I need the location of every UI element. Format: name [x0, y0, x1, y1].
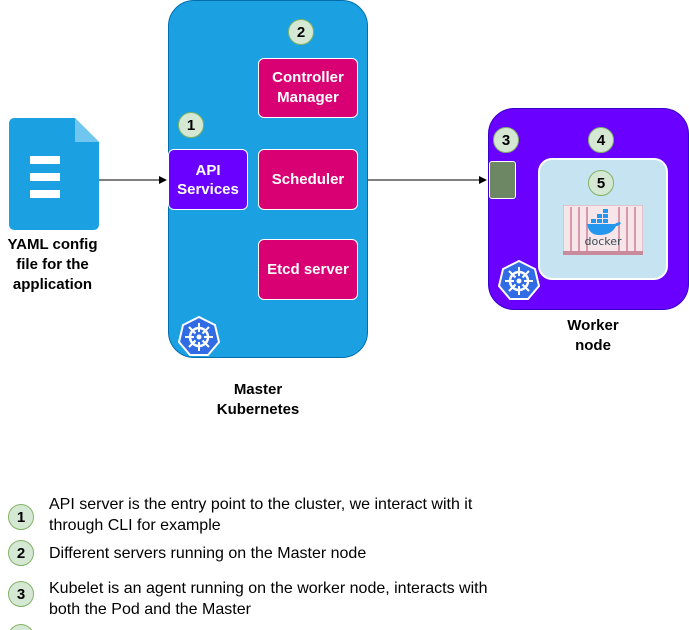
badge-pod: 5 [588, 170, 614, 196]
legend-badge-2: 2 [8, 540, 34, 566]
worker-label: Worker node [567, 317, 619, 354]
badge-kubelet: 3 [493, 127, 519, 153]
yaml-label: YAML config file for the application [7, 236, 98, 293]
badge-controller: 2 [288, 19, 314, 45]
legend-badge-3: 3 [8, 581, 34, 607]
badge-worker-node: 4 [588, 127, 614, 153]
docker-container-icon: docker [562, 204, 644, 260]
scheduler-box: Scheduler [258, 149, 358, 210]
legend-text-2: Different servers running on the Master … [49, 545, 367, 562]
master-kubernetes-icon [177, 315, 221, 361]
svg-text:docker: docker [584, 235, 622, 248]
etcd-server-box: Etcd server [258, 239, 358, 300]
legend-badge-4-partial [8, 624, 34, 630]
badge-api: 1 [178, 112, 204, 138]
yaml-document-icon [9, 118, 99, 235]
worker-kubernetes-icon [497, 259, 541, 305]
kubelet-box [489, 161, 516, 199]
legend-badge-1: 1 [8, 504, 34, 530]
master-label: Master Kubernetes [216, 381, 300, 418]
legend-text-1: API server is the entry point to the clu… [49, 496, 473, 534]
legend-text-3: Kubelet is an agent running on the worke… [49, 580, 488, 618]
